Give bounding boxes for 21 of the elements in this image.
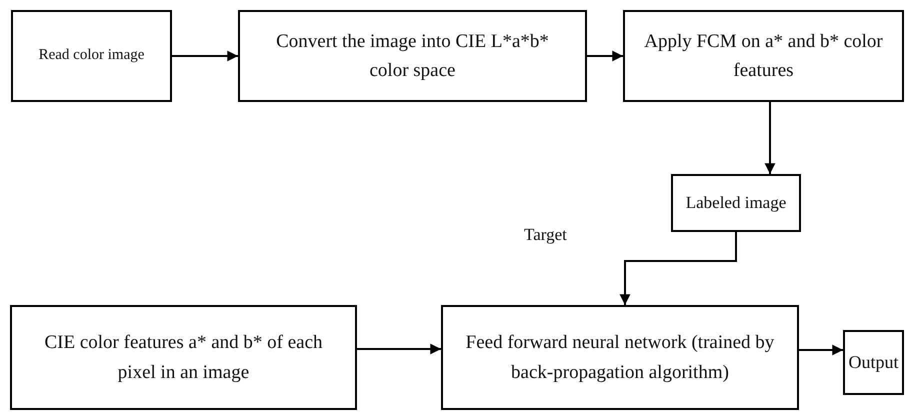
process-box bbox=[238, 10, 587, 102]
box-text: Apply FCM on a* and b* color features bbox=[643, 30, 884, 83]
box-text: Labeled image bbox=[686, 192, 786, 214]
process-box bbox=[623, 10, 904, 102]
annotation-text: Target bbox=[524, 225, 567, 245]
box-text: CIE color features a* and b* of each pixel in an image bbox=[43, 331, 324, 384]
box-text: Convert the image into CIE L*a*b* color space bbox=[275, 30, 550, 83]
process-box bbox=[10, 305, 357, 410]
arrow bbox=[620, 232, 737, 306]
box-text: Output bbox=[848, 350, 899, 374]
box-text: Feed forward neural network (trained by back-propagation algorithm) bbox=[464, 331, 776, 384]
process-box bbox=[11, 10, 172, 102]
arrow bbox=[172, 50, 238, 62]
arrow bbox=[357, 344, 442, 354]
arrow bbox=[799, 344, 844, 356]
arrow bbox=[587, 50, 624, 62]
process-box bbox=[441, 305, 799, 410]
arrow bbox=[764, 102, 776, 174]
box-text: Read color image bbox=[38, 46, 144, 66]
process-box bbox=[843, 330, 904, 395]
process-box bbox=[671, 174, 801, 232]
